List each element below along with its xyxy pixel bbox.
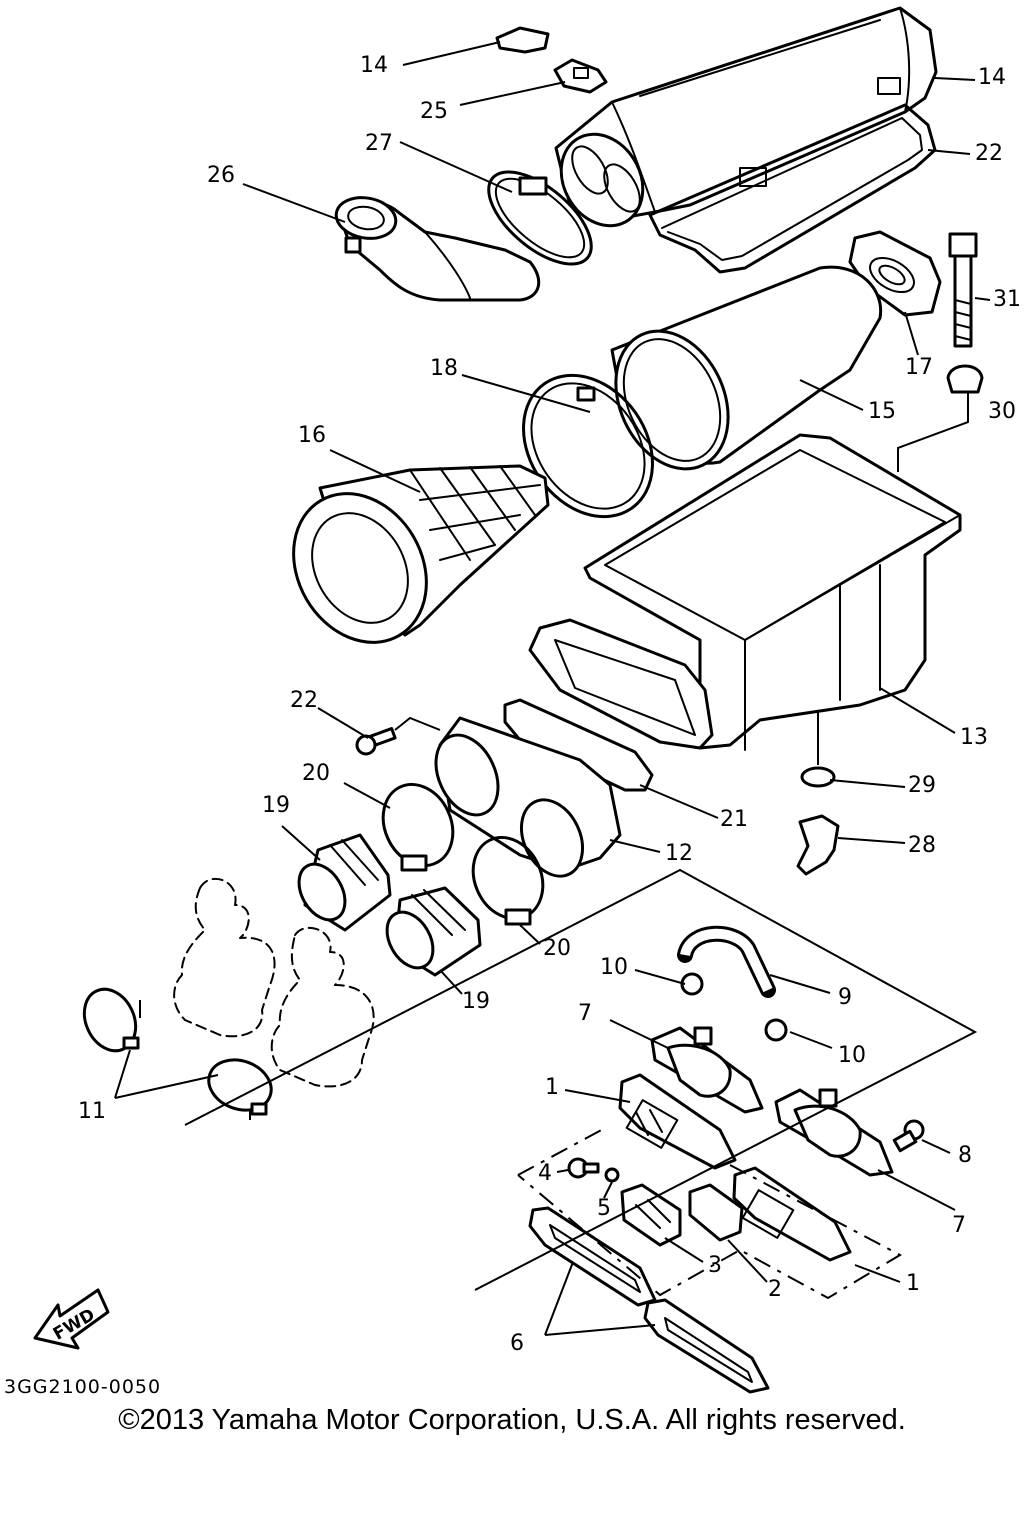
clip-10-lower <box>764 1018 788 1042</box>
callout-22: 22 <box>290 688 318 713</box>
drain-28 <box>796 814 840 876</box>
intake-elbow-26 <box>334 196 541 302</box>
boot-19-lower <box>385 886 482 977</box>
gasket-6-right <box>643 1298 770 1394</box>
copyright-notice: ©2013 Yamaha Motor Corporation, U.S.A. A… <box>118 1404 906 1436</box>
callout-1-top: 1 <box>545 1075 559 1100</box>
callout-5: 5 <box>597 1196 611 1221</box>
reed-valve-1-lower <box>732 1166 852 1262</box>
callout-30: 30 <box>988 399 1016 424</box>
reed-housing-7-left <box>650 1026 764 1114</box>
callout-1-bottom: 1 <box>906 1271 920 1296</box>
hose-9-inner <box>680 928 773 993</box>
diagram-code: 3GG2100-0050 <box>4 1376 162 1398</box>
callout-4: 4 <box>538 1161 552 1186</box>
air-box-13 <box>528 433 962 751</box>
fwd-arrow: FWD <box>33 1288 110 1350</box>
callout-9: 9 <box>838 985 852 1010</box>
callout-21: 21 <box>720 807 748 832</box>
screw-22 <box>355 727 397 756</box>
callout-23: 22 <box>975 141 1003 166</box>
reference-box-upper <box>184 868 978 1291</box>
callout-12: 12 <box>665 841 693 866</box>
callout-20-top: 20 <box>302 761 330 786</box>
reed-valve-1-upper <box>618 1073 737 1170</box>
callout-2: 2 <box>768 1277 782 1302</box>
grommet-30 <box>946 364 984 394</box>
carburetor-phantom-2 <box>270 926 375 1088</box>
callout-31: 31 <box>993 287 1021 312</box>
intake-duct-cover <box>554 6 938 228</box>
stopper-3 <box>620 1183 682 1247</box>
callout-16: 16 <box>298 423 326 448</box>
reed-housing-7-right <box>774 1088 894 1177</box>
gasket-23 <box>648 103 937 274</box>
reed-2 <box>688 1183 744 1242</box>
callout-6: 6 <box>510 1331 524 1356</box>
callout-7-bottom: 7 <box>952 1213 966 1238</box>
callout-19-top: 19 <box>262 793 290 818</box>
filter-element-15 <box>610 265 883 471</box>
callout-24: 14 <box>360 53 388 78</box>
clip-29 <box>800 766 836 788</box>
callout-27: 27 <box>365 131 393 156</box>
callout-28: 28 <box>908 833 936 858</box>
callout-7-top: 7 <box>578 1001 592 1026</box>
callout-29: 29 <box>908 773 936 798</box>
leader-lines <box>114 41 991 1336</box>
grommet-plate-17 <box>848 230 942 317</box>
callout-13: 13 <box>960 725 988 750</box>
clamp-27 <box>487 170 593 266</box>
callout-14: 14 <box>978 65 1006 90</box>
filter-cage-16 <box>292 464 550 644</box>
callout-18: 18 <box>430 356 458 381</box>
carburetor-phantom-1 <box>173 877 276 1038</box>
callout-15: 15 <box>868 399 896 424</box>
joint-12 <box>434 716 622 878</box>
washer-5 <box>604 1167 620 1183</box>
callout-17: 17 <box>905 355 933 380</box>
callout-8: 8 <box>958 1143 972 1168</box>
callout-labels: 14 25 27 26 14 22 31 17 30 15 18 16 13 2… <box>78 53 1021 1356</box>
callout-20-bottom: 20 <box>543 936 571 961</box>
callout-25: 25 <box>420 99 448 124</box>
callout-3: 3 <box>708 1253 722 1278</box>
gasket-21 <box>503 698 654 792</box>
clamp-20-upper <box>381 782 455 868</box>
bolt-8 <box>892 1119 925 1153</box>
gasket-6-left <box>528 1206 657 1307</box>
clip-24 <box>495 26 550 54</box>
callout-19-bottom: 19 <box>462 989 490 1014</box>
reference-box-reed <box>517 1127 903 1300</box>
clamp-11-right <box>207 1058 273 1112</box>
boot-19-upper <box>297 833 392 932</box>
callout-11: 11 <box>78 1099 106 1124</box>
callout-10-bottom: 10 <box>838 1043 866 1068</box>
clip-25 <box>553 58 608 94</box>
callout-26: 26 <box>207 163 235 188</box>
bolt-31 <box>948 232 978 348</box>
callout-10-top: 10 <box>600 955 628 980</box>
